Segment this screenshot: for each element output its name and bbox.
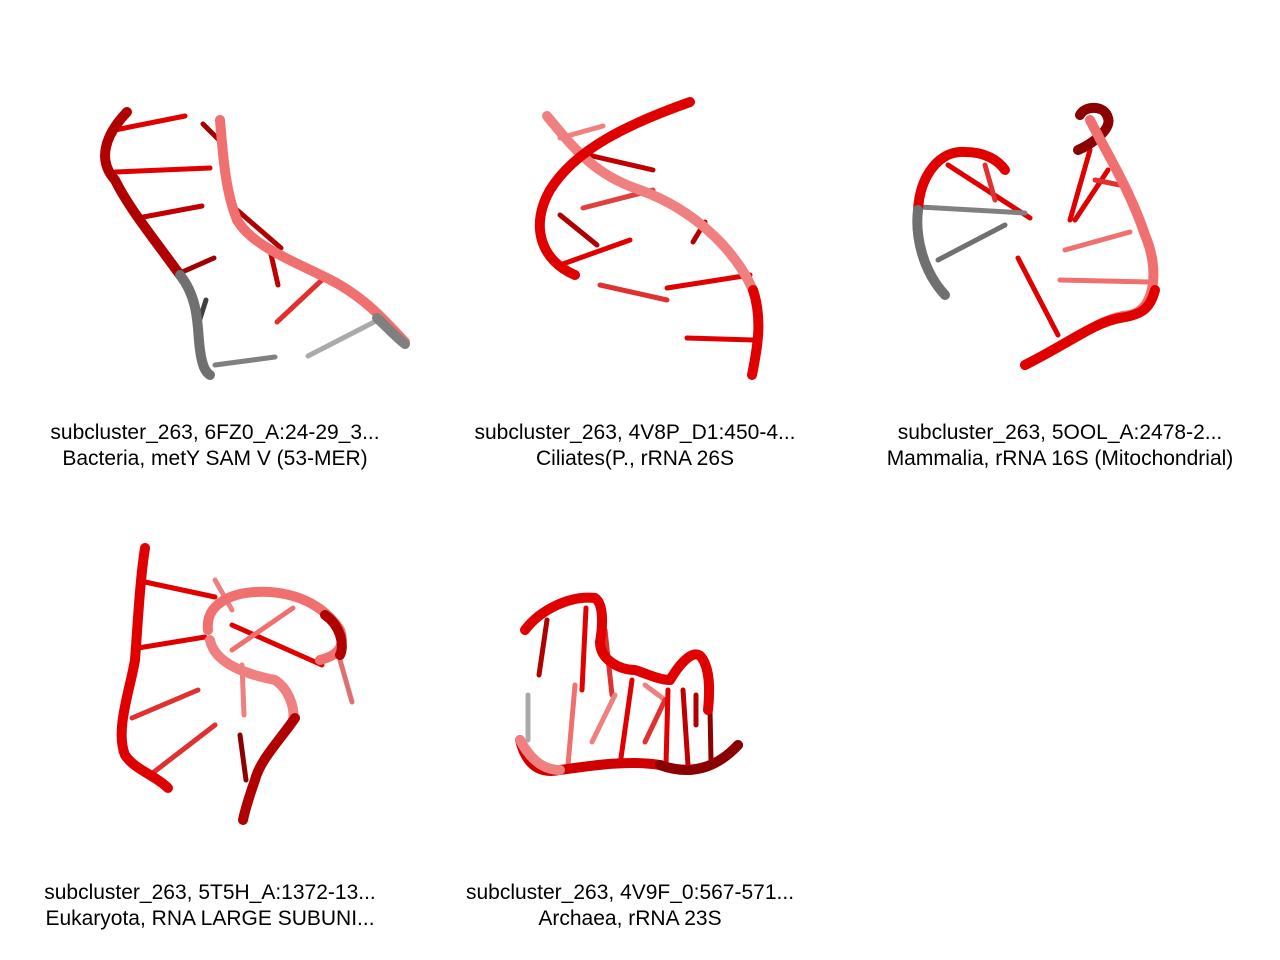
rna-structure-render-3 [912,102,1160,370]
caption-line-1: subcluster_263, 5T5H_A:1372-13... [44,881,376,904]
rna-structure-render-5 [515,592,743,776]
panel-caption: subcluster_263, 6FZ0_A:24-29_3... Bacter… [5,420,425,472]
structure-panel-4: subcluster_263, 5T5H_A:1372-13... Eukary… [0,520,420,960]
caption-line-2: Ciliates(P., rRNA 26S [535,447,735,470]
structure-panel-1: subcluster_263, 6FZ0_A:24-29_3... Bacter… [5,60,425,500]
caption-line-2: Eukaryota, RNA LARGE SUBUNI... [45,907,375,930]
caption-line-1: subcluster_263, 6FZ0_A:24-29_3... [50,421,380,444]
panel-caption: subcluster_263, 5OOL_A:2478-2... Mammali… [850,420,1270,472]
structure-panel-2: subcluster_263, 4V8P_D1:450-4... Ciliate… [425,60,845,500]
rna-structure-render-2 [534,97,764,380]
caption-line-2: Bacteria, metY SAM V (53-MER) [62,447,368,470]
caption-line-1: subcluster_263, 4V8P_D1:450-4... [474,421,796,444]
panel-caption: subcluster_263, 5T5H_A:1372-13... Eukary… [0,880,420,932]
panel-caption: subcluster_263, 4V9F_0:567-571... Archae… [420,880,840,932]
rna-structure-render-4 [116,543,355,825]
rna-structure-render-1 [100,107,410,380]
caption-line-2: Mammalia, rRNA 16S (Mitochondrial) [886,447,1234,470]
structure-panel-5: subcluster_263, 4V9F_0:567-571... Archae… [420,520,840,960]
structure-panel-3: subcluster_263, 5OOL_A:2478-2... Mammali… [850,60,1270,500]
caption-line-1: subcluster_263, 4V9F_0:567-571... [465,881,795,904]
panel-caption: subcluster_263, 4V8P_D1:450-4... Ciliate… [425,420,845,472]
caption-line-2: Archaea, rRNA 23S [538,907,722,930]
caption-line-1: subcluster_263, 5OOL_A:2478-2... [897,421,1223,444]
